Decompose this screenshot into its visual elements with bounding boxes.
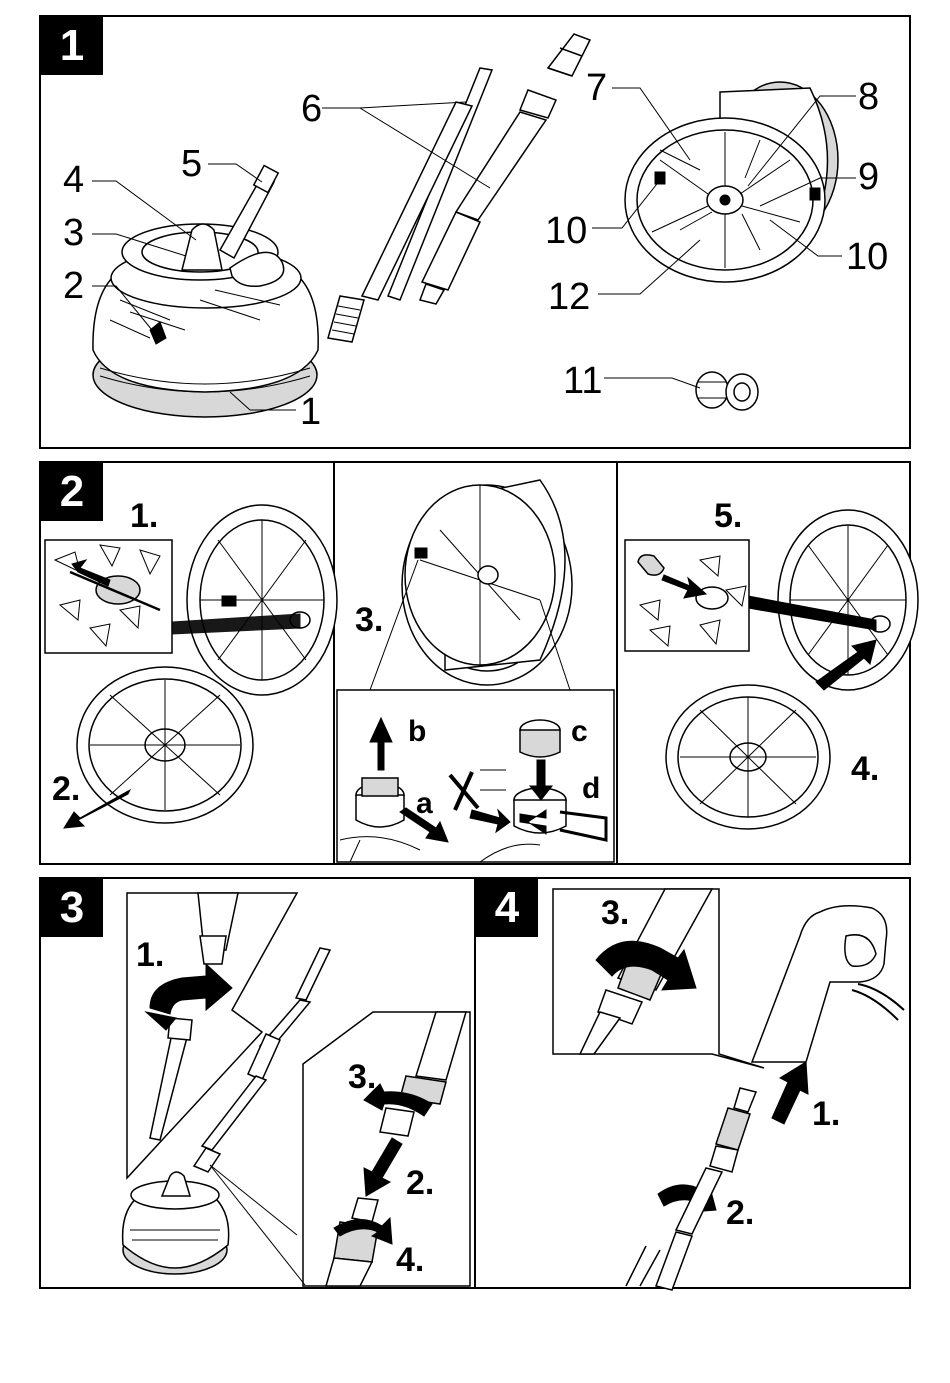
callout-6: 6 bbox=[301, 90, 322, 128]
panel3-step-2: 2. bbox=[406, 1166, 434, 1200]
callout-9: 9 bbox=[858, 158, 879, 196]
panel2-step-4: 4. bbox=[851, 752, 879, 786]
callout-10-left: 10 bbox=[545, 212, 587, 250]
label-b: b bbox=[408, 717, 426, 747]
trigger-gun-illustration bbox=[752, 906, 904, 1062]
callout-5: 5 bbox=[181, 145, 202, 183]
panel2-step-3: 3. bbox=[355, 603, 383, 637]
callout-12: 12 bbox=[548, 278, 590, 316]
panel4-step-2: 2. bbox=[726, 1196, 754, 1230]
nozzles-illustration bbox=[696, 372, 758, 410]
label-d: d bbox=[582, 774, 600, 804]
panel2-step-1: 1. bbox=[130, 499, 158, 533]
callout-7: 7 bbox=[586, 69, 607, 107]
panel4-step-3: 3. bbox=[601, 896, 629, 930]
label-a: a bbox=[416, 789, 433, 819]
callout-4: 4 bbox=[63, 161, 84, 199]
label-c: c bbox=[571, 717, 588, 747]
panel-3-badge: 3 bbox=[41, 879, 103, 937]
surface-cleaner-illustration bbox=[93, 166, 318, 417]
panel3-step-1: 1. bbox=[136, 938, 164, 972]
panel4-step-1: 1. bbox=[812, 1097, 840, 1131]
callout-10-right: 10 bbox=[846, 238, 888, 276]
callout-2: 2 bbox=[63, 267, 84, 305]
arrow-icon bbox=[772, 1062, 808, 1124]
callout-8: 8 bbox=[858, 78, 879, 116]
panel-1-badge: 1 bbox=[41, 17, 103, 75]
callout-11: 11 bbox=[563, 362, 602, 400]
panel2-step-5: 5. bbox=[714, 499, 742, 533]
callout-3: 3 bbox=[63, 214, 84, 252]
panel2-middle-illustration bbox=[370, 480, 572, 690]
panel-2-badge: 2 bbox=[41, 463, 103, 521]
arrow-icon bbox=[364, 1138, 402, 1196]
panel3-step-4: 4. bbox=[396, 1243, 424, 1277]
panel2-step-2: 2. bbox=[52, 772, 80, 806]
panel3-step-3: 3. bbox=[348, 1060, 376, 1094]
panel-4-badge: 4 bbox=[476, 879, 538, 937]
callout-1: 1 bbox=[300, 393, 321, 431]
